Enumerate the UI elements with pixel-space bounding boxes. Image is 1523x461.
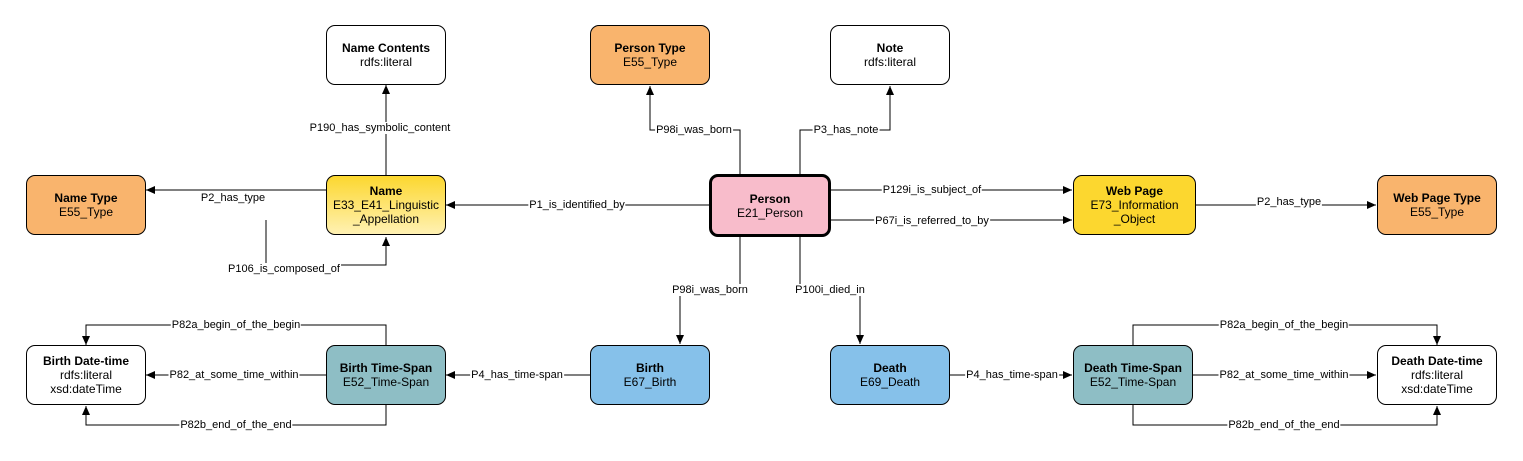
edge-label-p2-name: P2_has_type [199,192,267,204]
node-death-datetime[interactable]: Death Date-time rdfs:literal xsd:dateTim… [1377,345,1497,405]
edge-label-p1: P1_is_identified_by [528,199,626,211]
edge-label-p82a-death: P82a_begin_of_the_begin [1218,319,1350,331]
node-title: Name [369,184,403,198]
node-line: E52_Time-Span [1089,375,1177,389]
node-title: Birth Time-Span [339,361,433,375]
edge-label-p4-birth: P4_has_time-span [470,369,564,381]
node-person[interactable]: Person E21_Person [709,174,831,237]
node-line: E73_Information [1090,198,1179,212]
edge-label-p82a-birth: P82a_begin_of_the_begin [170,319,302,331]
edge-label-p82-birth: P82_at_some_time_within [168,369,300,381]
node-title: Web Page [1105,184,1164,198]
node-title: Death Date-time [1391,354,1483,368]
node-birth-timespan[interactable]: Birth Time-Span E52_Time-Span [326,345,446,405]
node-line: _Appellation [352,212,420,226]
node-title: Person Type [614,41,686,55]
node-line: E55_Type [1409,205,1465,219]
edge-label-p98i-birth: P98i_was_born [671,284,749,296]
node-line: rdfs:literal [1410,368,1463,382]
node-line: E55_Type [58,205,114,219]
node-name-type[interactable]: Name Type E55_Type [26,175,146,235]
node-name-contents[interactable]: Name Contents rdfs:literal [326,25,446,85]
node-birth[interactable]: Birth E67_Birth [590,345,710,405]
node-line: xsd:dateTime [1401,382,1473,396]
node-title: Death [873,361,907,375]
node-person-type[interactable]: Person Type E55_Type [590,25,710,85]
node-line: E55_Type [622,55,678,69]
node-note[interactable]: Note rdfs:literal [830,25,950,85]
node-line: rdfs:literal [359,55,412,69]
edge-label-p129i: P129i_is_subject_of [881,184,983,196]
edge-label-p98i-person-type: P98i_was_born [655,124,733,136]
edge-label-p190: P190_has_symbolic_content [308,122,452,134]
edge-label-p82b-birth: P82b_end_of_the_end [179,419,293,431]
node-title: Death Time-Span [1084,361,1182,375]
node-line: E33_E41_Linguistic [332,198,440,212]
node-line: E69_Death [859,375,921,389]
node-title: Name Type [54,191,118,205]
node-line: xsd:dateTime [50,382,122,396]
node-title: Note [876,41,904,55]
node-title: Birth [636,361,664,375]
node-death-timespan[interactable]: Death Time-Span E52_Time-Span [1073,345,1193,405]
edge-label-p82-death: P82_at_some_time_within [1218,369,1350,381]
edge-label-p3: P3_has_note [812,124,880,136]
node-line: E52_Time-Span [342,375,430,389]
node-death[interactable]: Death E69_Death [830,345,950,405]
edge-label-p82b-death: P82b_end_of_the_end [1227,419,1341,431]
node-name[interactable]: Name E33_E41_Linguistic _Appellation [326,175,446,235]
edge-label-p4-death: P4_has_time-span [965,369,1059,381]
edge-label-p106: P106_is_composed_of [227,263,341,275]
node-web-page[interactable]: Web Page E73_Information _Object [1073,175,1196,235]
node-line: rdfs:literal [863,55,916,69]
edge-label-p2-web: P2_has_type [1255,196,1323,208]
node-line: _Object [1113,212,1156,226]
node-title: Name Contents [341,41,430,55]
node-title: Web Page Type [1393,191,1481,205]
node-birth-datetime[interactable]: Birth Date-time rdfs:literal xsd:dateTim… [26,345,146,405]
edge-label-p67i: P67i_is_referred_to_by [874,215,990,227]
node-web-page-type[interactable]: Web Page Type E55_Type [1377,175,1497,235]
node-line: rdfs:literal [59,368,112,382]
node-title: Birth Date-time [42,354,129,368]
edge-label-p100i: P100i_died_in [794,284,866,296]
node-title: Person [749,191,791,206]
node-line: E21_Person [736,205,804,220]
node-line: E67_Birth [623,375,677,389]
